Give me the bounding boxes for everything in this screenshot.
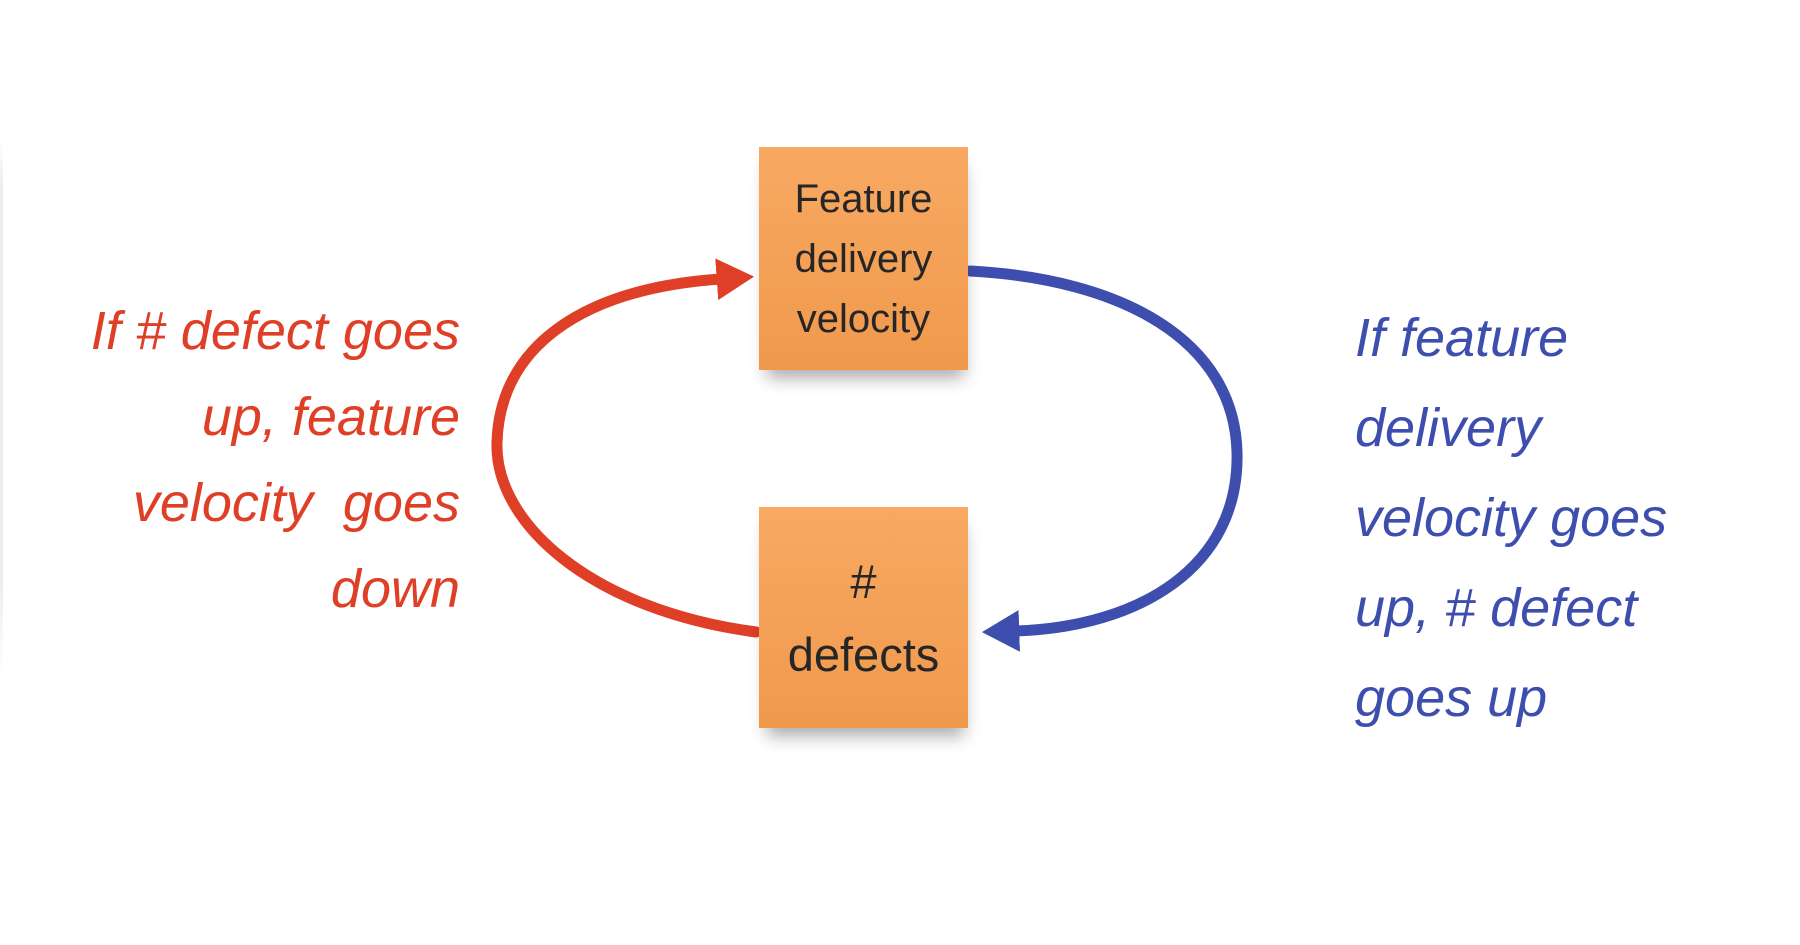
caption-line: If # defect goes [90,301,460,361]
caption-line: down [330,559,460,619]
caption-line: velocity goes [1355,488,1668,548]
sticky-note-feature-delivery-velocity: Feature delivery velocity [759,147,968,370]
caption-line: velocity goes [132,473,460,533]
sticky-note-defects: # defects [759,507,968,728]
caption-line: up, # defect [1355,578,1638,638]
caption-line: goes up [1355,668,1548,728]
caption-line: If feature [1355,308,1569,368]
board-edge-line [0,138,3,678]
caption-line: up, feature [201,387,460,447]
right-caption-blue: If feature delivery velocity goes up, # … [1355,293,1785,743]
left-caption-red: If # defect goes up, feature velocity go… [20,288,460,632]
red-arrow [491,258,762,638]
blue-arrow [964,265,1243,652]
caption-line: delivery [1355,398,1542,458]
